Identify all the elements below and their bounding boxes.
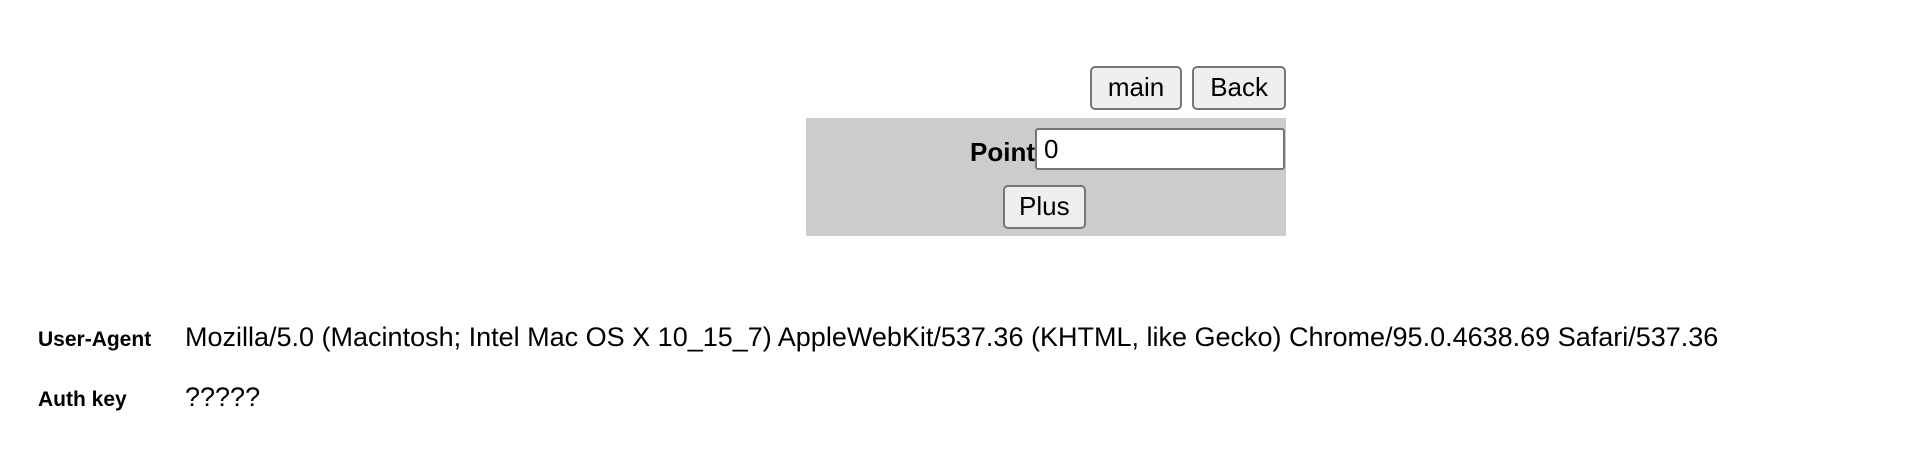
- user-agent-value: Mozilla/5.0 (Macintosh; Intel Mac OS X 1…: [185, 322, 1719, 352]
- auth-key-label: Auth key: [38, 388, 127, 411]
- point-input[interactable]: [1035, 128, 1285, 170]
- user-agent-row: User-Agent Mozilla/5.0 (Macintosh; Intel…: [38, 324, 1908, 384]
- auth-key-value: ?????: [185, 382, 261, 412]
- request-info-list: User-Agent Mozilla/5.0 (Macintosh; Intel…: [38, 324, 1908, 444]
- back-button[interactable]: Back: [1192, 66, 1286, 110]
- point-field-row: Point: [806, 128, 1286, 176]
- auth-key-row: Auth key ?????: [38, 384, 1908, 444]
- user-agent-label: User-Agent: [38, 328, 152, 351]
- plus-button[interactable]: Plus: [1003, 185, 1086, 229]
- point-form-panel: Point Plus: [806, 118, 1286, 236]
- nav-button-row: main Back: [806, 66, 1286, 110]
- main-button[interactable]: main: [1089, 66, 1183, 110]
- plus-button-row: Plus: [806, 185, 1286, 229]
- point-label: Point: [970, 137, 1035, 167]
